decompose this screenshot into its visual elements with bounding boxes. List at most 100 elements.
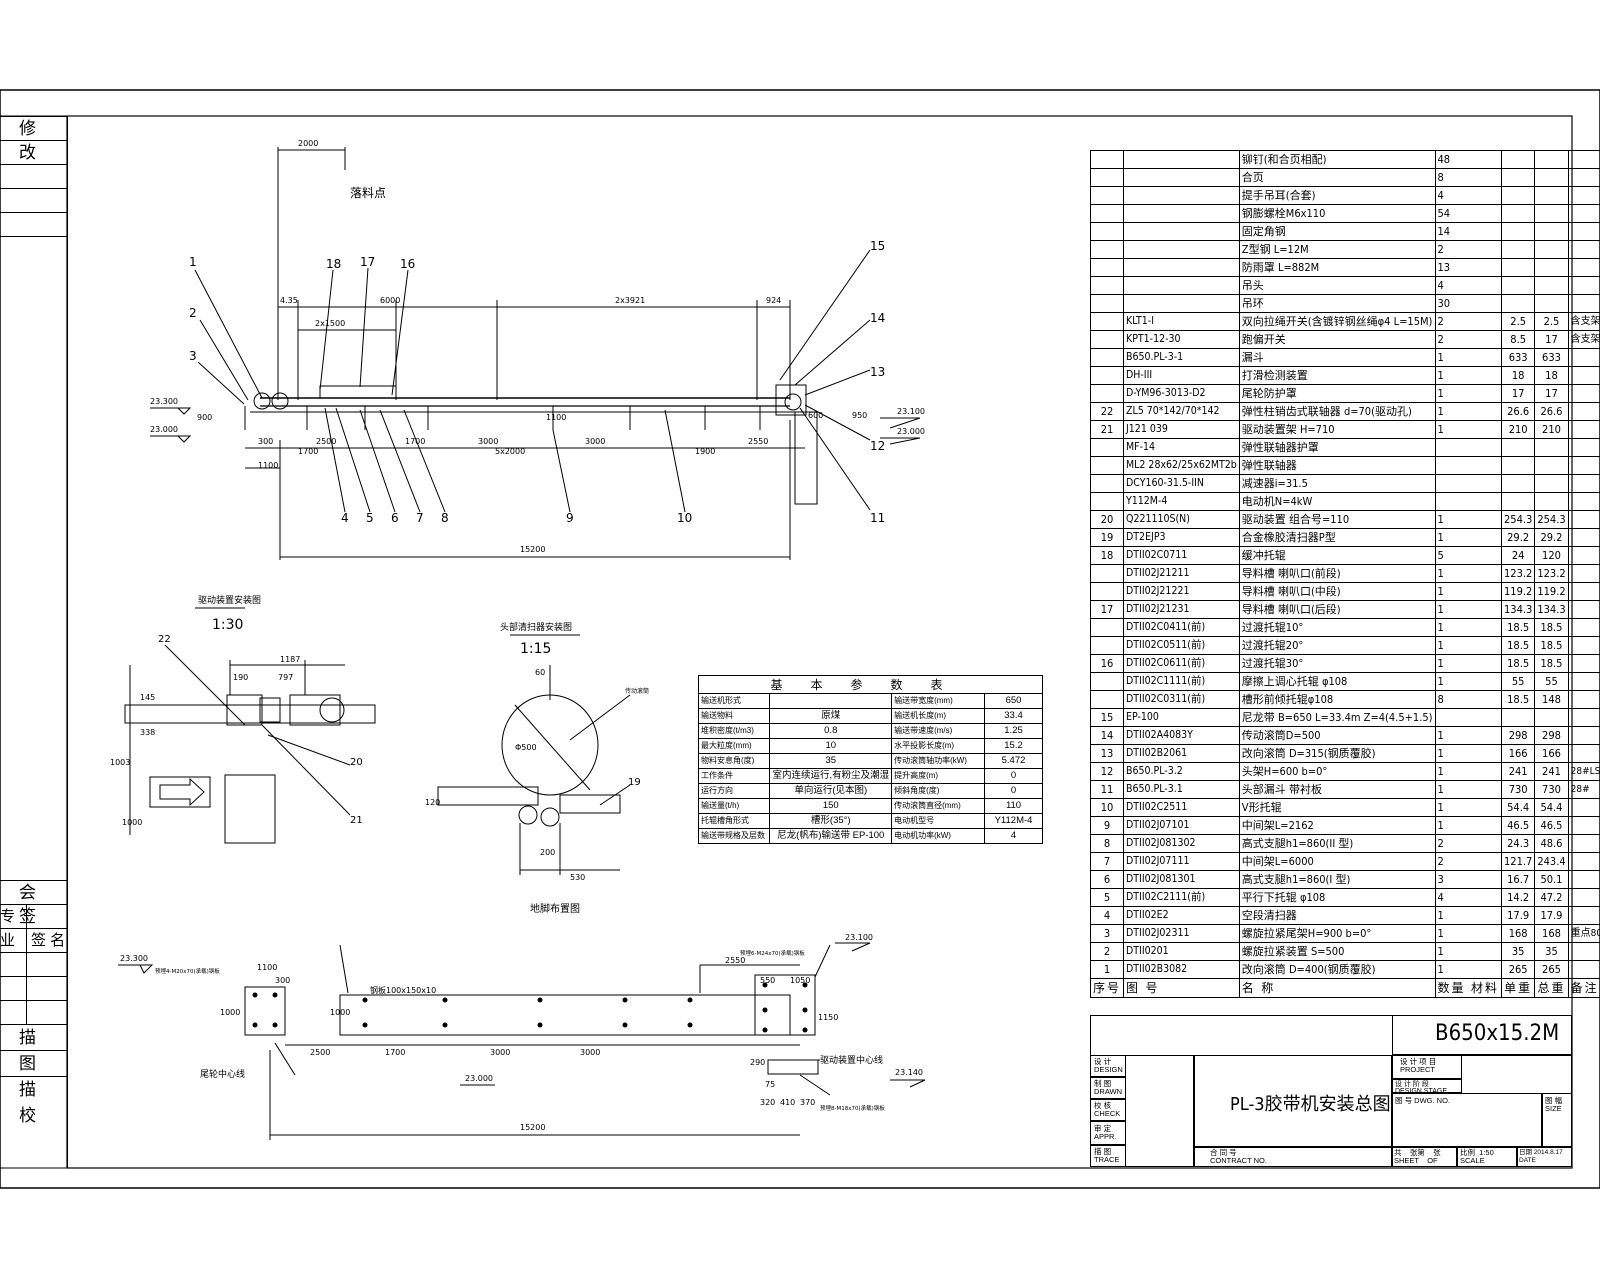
parts-cell-r	[1567, 366, 1600, 385]
parts-cell-r	[1567, 870, 1600, 889]
params-cell: 1.25	[984, 723, 1043, 739]
dim-2x3921: 2x3921	[615, 296, 645, 305]
elev-left-bot: 23.000	[150, 425, 178, 434]
parts-cell-code: DH-III	[1123, 366, 1240, 385]
parts-cell-n	[1089, 186, 1125, 205]
parts-cell-code: DTII02A4083Y	[1123, 726, 1240, 745]
parts-cell-q: 1	[1434, 798, 1502, 817]
params-cell: 工作条件	[697, 768, 771, 784]
parts-cell-q: 1	[1434, 816, 1502, 835]
revision-column: 修 改 会 签 专业签 名 描 图 描 校	[0, 116, 68, 1168]
found-drive-center: 驱动装置中心线	[820, 1054, 883, 1066]
parts-cell-code: DT2EJP3	[1123, 528, 1240, 547]
parts-cell-u	[1500, 204, 1536, 223]
parts-cell-name: 槽形前倾托辊φ108	[1238, 690, 1436, 709]
parts-cell-n	[1089, 582, 1125, 601]
parts-cell-t: 17.9	[1534, 906, 1569, 925]
title-block: B650x15.2M PL-3胶带机安装总图 设 计 DESIGN 制 图 DR…	[1090, 1015, 1572, 1167]
conveyor-elevation-drawing: 2000 4.35 6000 2x3921 924 2x1500 23.300 …	[150, 139, 925, 560]
parts-cell-t: 46.5	[1534, 816, 1569, 835]
parts-cell-code: DTII02C0311(前)	[1123, 690, 1240, 709]
parts-cell-u	[1500, 438, 1536, 457]
parts-cell-q: 1	[1434, 960, 1502, 979]
found-dim-1700: 1700	[385, 1048, 405, 1057]
parts-cell-code: DTII02B2061	[1123, 744, 1240, 763]
parts-cell-code: B650.PL-3.1	[1123, 780, 1240, 799]
params-cell: 传动滚筒直径(mm)	[891, 798, 986, 814]
params-cell: 堆积密度(t/m3)	[697, 723, 771, 739]
parts-cell-code	[1123, 150, 1240, 169]
parts-cell-name: 中间架L=6000	[1238, 852, 1436, 871]
parts-cell-name: 过渡托辊20°	[1238, 636, 1436, 655]
parts-cell-q	[1434, 708, 1502, 727]
parts-cell-name: 钢膨螺栓M6x110	[1238, 204, 1436, 223]
parts-cell-u	[1500, 474, 1536, 493]
found-dim-2550: 2550	[725, 956, 745, 965]
parts-cell-n: 22	[1089, 402, 1125, 421]
parts-cell-code: D-YM96-3013-D2	[1123, 384, 1240, 403]
revision-label: 修 改	[0, 116, 67, 162]
parts-cell-r	[1567, 402, 1600, 421]
found-dim-1100: 1100	[257, 963, 277, 972]
parts-cell-code: DTII02C0411(前)	[1123, 618, 1240, 637]
parts-cell-u: 123.2	[1500, 564, 1536, 583]
parts-cell-n: 15	[1089, 708, 1125, 727]
parts-cell-n	[1089, 222, 1125, 241]
drive-dim-1003: 1003	[110, 758, 130, 767]
parts-cell-r	[1567, 708, 1600, 727]
scale-cell: 比例 1:50 SCALE	[1460, 1148, 1494, 1165]
parts-cell-r	[1567, 528, 1600, 547]
found-dim-1150: 1150	[818, 1013, 838, 1022]
parts-cell-n: 8	[1089, 834, 1125, 853]
parts-cell-t	[1534, 168, 1569, 187]
parts-cell-code: DTII02J21231	[1123, 600, 1240, 619]
hdr-total: 总重	[1534, 978, 1569, 998]
parts-cell-code: ZL5 70*142/70*142	[1123, 402, 1240, 421]
found-dim-300: 300	[275, 976, 290, 985]
parts-cell-q: 3	[1434, 870, 1502, 889]
parts-cell-r	[1567, 726, 1600, 745]
parts-cell-r	[1567, 960, 1600, 979]
params-cell: 电动机型号	[891, 813, 986, 829]
parts-row: 铆钉(和合页相配)48	[1089, 150, 1600, 169]
drive-callout-20: 20	[350, 757, 363, 768]
parts-cell-n	[1089, 492, 1125, 511]
params-cell: 电动机功率(kW)	[891, 828, 986, 844]
params-cell: 35	[769, 753, 893, 769]
parts-cell-code: DTII0201	[1123, 942, 1240, 961]
parts-cell-t: 254.3	[1534, 510, 1569, 529]
parts-cell-code: J121 039	[1123, 420, 1240, 439]
parts-cell-r	[1567, 834, 1600, 853]
found-elev-floor: 23.000	[465, 1074, 493, 1083]
drive-dim-338: 338	[140, 728, 155, 737]
parts-cell-t	[1534, 222, 1569, 241]
parts-cell-name: 防雨罩 L=882M	[1238, 258, 1436, 277]
parts-cell-t	[1534, 258, 1569, 277]
dim-3000b: 3000	[585, 437, 605, 446]
dim-950: 950	[852, 411, 867, 420]
parts-cell-name: 导料槽 喇叭口(中段)	[1238, 582, 1436, 601]
parts-cell-u: 35	[1500, 942, 1536, 961]
found-bolt-right: 预埋6-M24x70(承载)钢板	[740, 949, 805, 957]
date-cell: 日期 2014.8.17 DATE	[1519, 1149, 1563, 1164]
callout-6: 6	[391, 511, 399, 525]
parts-cell-n: 17	[1089, 600, 1125, 619]
parts-header-row: 序号 图 号 名 称 数量 材料 单重 总重 备注	[1089, 978, 1600, 998]
found-dim-3000b: 3000	[580, 1048, 600, 1057]
parts-cell-t: 17	[1534, 384, 1569, 403]
parts-cell-r	[1567, 942, 1600, 961]
parts-cell-name: 头部漏斗 带衬板	[1238, 780, 1436, 799]
parts-cell-r	[1567, 852, 1600, 871]
params-cell: 运行方向	[697, 783, 771, 799]
parts-cell-name: 尾轮防护罩	[1238, 384, 1436, 403]
found-dim-15200: 15200	[520, 1123, 545, 1132]
drawn-cell: 制 图 DRAWN	[1094, 1079, 1123, 1096]
parts-cell-code: DTII02J02311	[1123, 924, 1240, 943]
parts-cell-u: 254.3	[1500, 510, 1536, 529]
